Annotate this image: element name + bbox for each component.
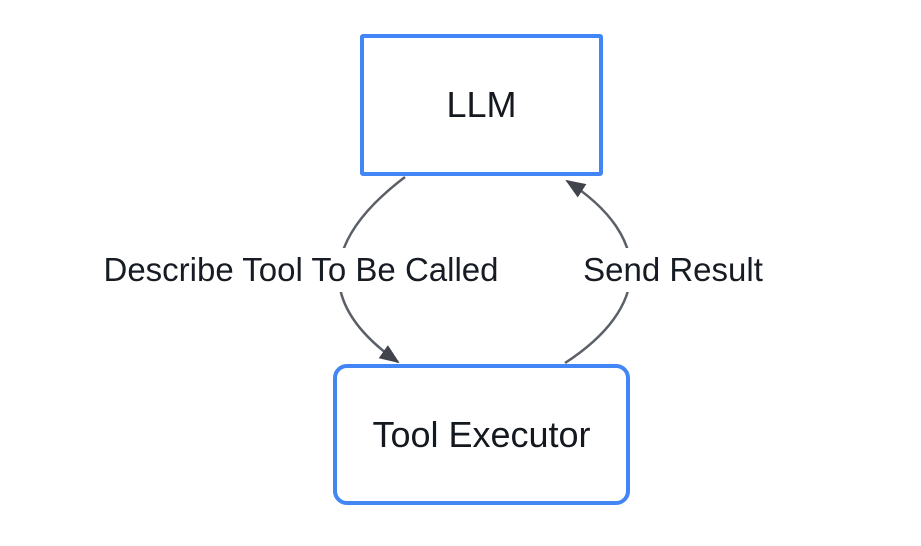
node-llm: LLM [360,34,603,176]
node-llm-label: LLM [446,84,517,125]
edge-label-describe-tool: Describe Tool To Be Called [95,248,507,292]
edge-label-send-result: Send Result [575,248,771,292]
node-tool-executor: Tool Executor [333,364,630,505]
node-tool-executor-label: Tool Executor [372,413,591,455]
